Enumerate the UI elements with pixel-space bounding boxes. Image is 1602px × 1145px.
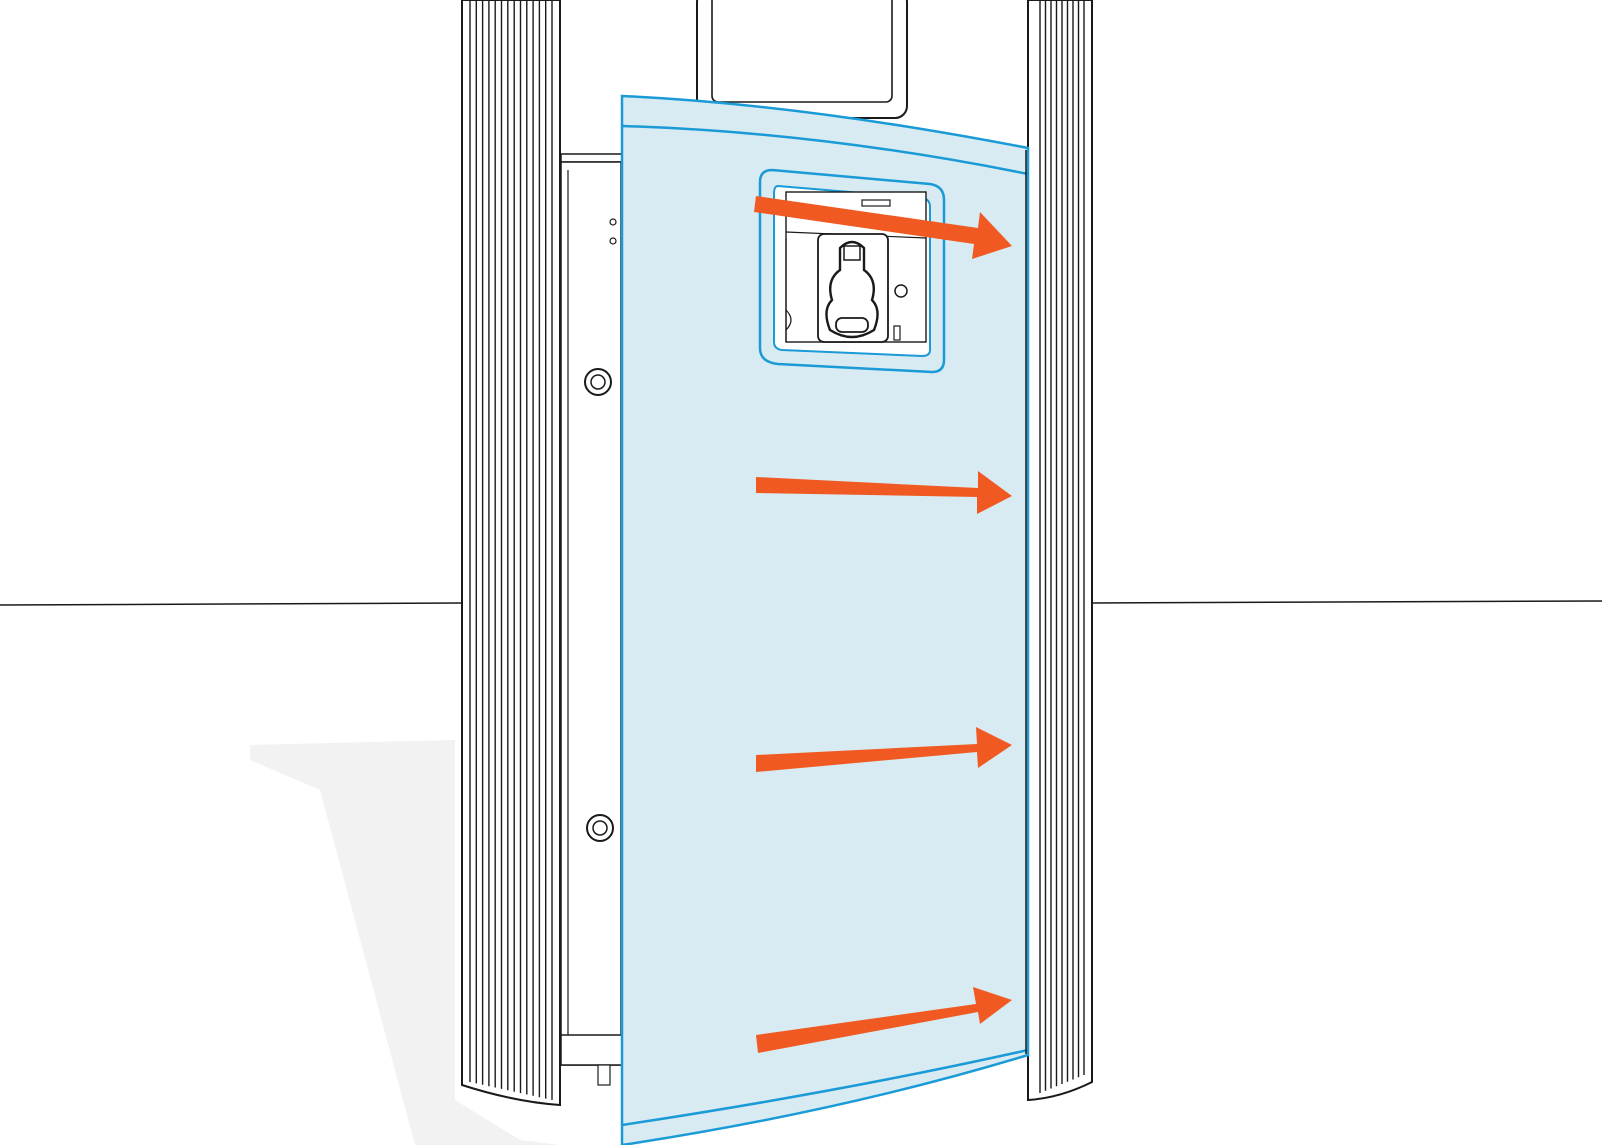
right-column <box>1027 0 1093 1102</box>
cabinet-cavity <box>560 153 632 1086</box>
left-column <box>461 0 561 1107</box>
indicator-dot-1 <box>609 218 617 226</box>
display-screen <box>696 0 908 119</box>
floor-line-right <box>1089 600 1602 604</box>
mount-screw-upper <box>584 368 612 396</box>
mount-screw-lower <box>586 814 614 842</box>
arrow-1 <box>754 196 1012 259</box>
arrow-4 <box>756 987 1012 1053</box>
arrow-2 <box>756 471 1012 514</box>
floor-shadow <box>250 740 560 1145</box>
indicator-dot-2 <box>609 237 617 245</box>
direction-arrows <box>754 196 1012 1053</box>
arrow-3 <box>756 727 1012 772</box>
floor-line-left <box>0 602 463 606</box>
connector-window <box>758 168 946 374</box>
floor-left <box>0 603 462 1145</box>
